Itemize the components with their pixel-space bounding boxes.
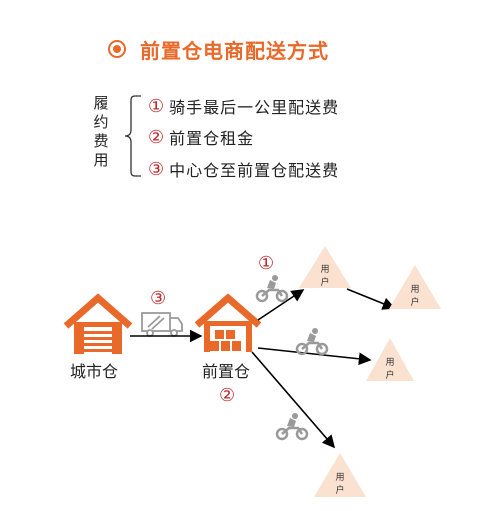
fee-label-char: 用 xyxy=(93,151,109,169)
user-label: 用户 xyxy=(385,358,395,381)
truck-icon xyxy=(141,312,183,337)
fee-number: ② xyxy=(148,126,166,148)
user-label: 用户 xyxy=(410,285,420,308)
rent-marker: ② xyxy=(219,385,236,406)
fee-item-rider: ① 骑手最后一公里配送费 xyxy=(148,94,339,118)
city-warehouse-label: 城市仓 xyxy=(70,362,119,381)
rider-marker: ① xyxy=(258,253,275,274)
rider-icon xyxy=(275,411,309,441)
warehouse-icon xyxy=(63,293,133,354)
fee-item-rent: ② 前置仓租金 xyxy=(148,125,254,149)
fee-text: 中心仓至前置仓配送费 xyxy=(169,161,340,180)
fee-label-char: 约 xyxy=(93,113,109,131)
user-triangle xyxy=(299,246,351,288)
user-label: 用户 xyxy=(320,265,330,288)
user-triangle xyxy=(389,265,441,309)
fee-label-char: 履 xyxy=(93,94,109,112)
fee-label-char: 费 xyxy=(93,132,109,150)
arrow-to-user-1 xyxy=(257,289,305,321)
rider-icon xyxy=(255,273,289,303)
transport-marker: ③ xyxy=(150,288,167,309)
fee-number: ③ xyxy=(148,158,166,180)
user-triangle xyxy=(366,338,414,381)
user-triangle xyxy=(314,453,366,497)
arrow-to-user-4 xyxy=(251,351,336,449)
fee-text: 骑手最后一公里配送费 xyxy=(169,98,340,117)
arrow-to-user-3 xyxy=(257,347,372,366)
title-row: 前置仓电商配送方式 xyxy=(108,34,329,64)
bullet-icon xyxy=(108,40,126,58)
user-label: 用户 xyxy=(335,473,345,496)
fee-label: 履 约 费 用 xyxy=(92,94,110,170)
front-warehouse-icon xyxy=(194,293,262,352)
arrow-to-user-2 xyxy=(346,288,396,310)
fee-number: ① xyxy=(148,95,166,117)
fee-item-transport: ③ 中心仓至前置仓配送费 xyxy=(148,157,339,181)
fee-text: 前置仓租金 xyxy=(169,129,255,148)
page-title: 前置仓电商配送方式 xyxy=(140,38,329,63)
front-warehouse-label: 前置仓 xyxy=(202,362,251,381)
rider-icon xyxy=(295,326,329,356)
brace-icon xyxy=(124,95,141,177)
